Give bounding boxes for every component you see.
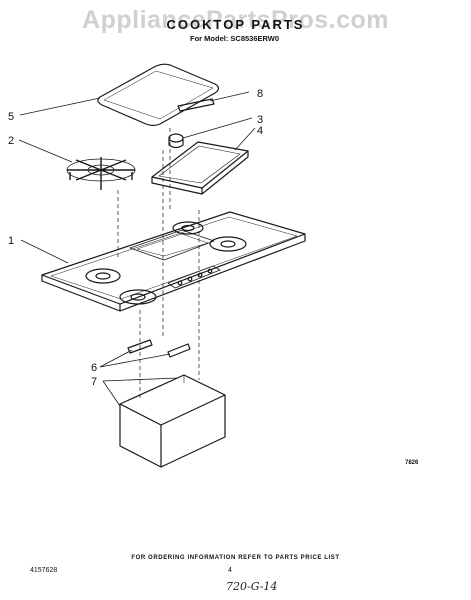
callout-4: 4 bbox=[257, 125, 263, 137]
handwritten-note: 720-G-14 bbox=[226, 580, 278, 593]
part-brackets bbox=[127, 339, 191, 358]
part-frame bbox=[119, 374, 226, 468]
part-drip-tray bbox=[151, 141, 249, 195]
part-knob bbox=[168, 133, 184, 149]
page-title: COOKTOP PARTS bbox=[166, 17, 305, 32]
figure-code: 7826 bbox=[405, 460, 419, 466]
callout-3: 3 bbox=[257, 114, 263, 126]
part-strip bbox=[177, 98, 215, 112]
callout-8: 8 bbox=[257, 88, 263, 100]
part-cooktop bbox=[41, 211, 306, 312]
page-number: 4 bbox=[228, 567, 232, 574]
document-part-number: 4157628 bbox=[30, 567, 58, 574]
callout-2: 2 bbox=[8, 135, 14, 147]
ordering-note: FOR ORDERING INFORMATION REFER TO PARTS … bbox=[131, 555, 340, 561]
callout-6: 6 bbox=[91, 362, 97, 374]
part-cover bbox=[97, 63, 220, 127]
watermark-text: AppliancePartsPros.com bbox=[82, 6, 389, 34]
callout-1: 1 bbox=[8, 235, 14, 247]
callout-7: 7 bbox=[91, 376, 97, 388]
model-subtitle: For Model: SC8536ERW0 bbox=[190, 34, 280, 43]
part-grate bbox=[66, 157, 136, 190]
callout-5: 5 bbox=[8, 111, 14, 123]
